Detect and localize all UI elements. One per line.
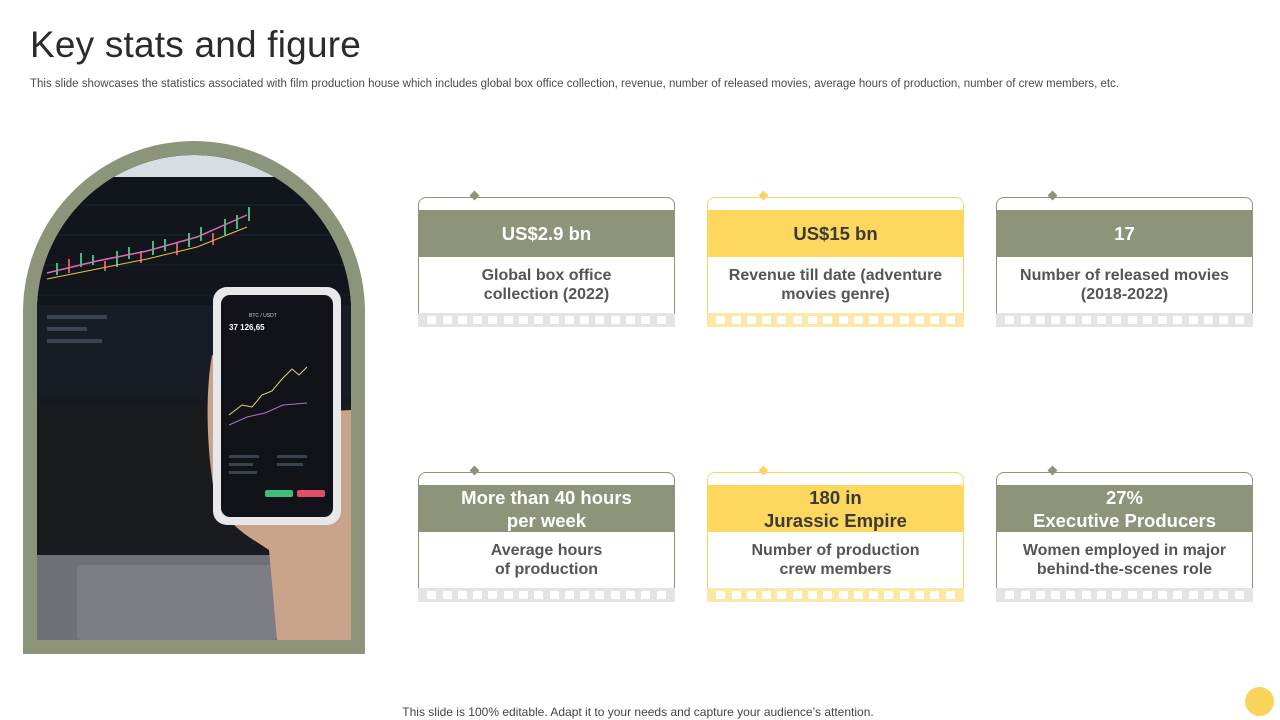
stat-value: 17 [996, 210, 1253, 257]
photo-frame: BTC / USDT 37 126,65 [23, 141, 365, 654]
stat-value: 180 in Jurassic Empire [707, 485, 964, 532]
stat-label: Women employed in major behind-the-scene… [996, 532, 1253, 588]
stat-label: Global box office collection (2022) [418, 257, 675, 313]
film-strip [707, 313, 964, 327]
decorative-dot [1245, 687, 1274, 716]
footer-text: This slide is 100% editable. Adapt it to… [402, 705, 874, 719]
stat-card-women-employed: 27% Executive Producers Women employed i… [996, 465, 1253, 602]
card-border [707, 197, 964, 211]
stat-label: Number of production crew members [707, 532, 964, 588]
card-border [418, 472, 675, 486]
card-border [418, 197, 675, 211]
stat-value: US$2.9 bn [418, 210, 675, 257]
footer-note: This slide is 100% editable. Adapt it to… [0, 705, 1280, 719]
stat-value: US$15 bn [707, 210, 964, 257]
film-strip [418, 588, 675, 602]
film-strip [418, 313, 675, 327]
stat-card-box-office: US$2.9 bn Global box office collection (… [418, 190, 675, 327]
trading-photo: BTC / USDT 37 126,65 [37, 155, 351, 640]
stat-label: Average hours of production [418, 532, 675, 588]
stat-value: More than 40 hours per week [418, 485, 675, 532]
stat-label: Number of released movies (2018-2022) [996, 257, 1253, 313]
stat-label: Revenue till date (adventure movies genr… [707, 257, 964, 313]
stat-card-production-hours: More than 40 hours per week Average hour… [418, 465, 675, 602]
film-strip [707, 588, 964, 602]
film-strip [996, 588, 1253, 602]
page-title: Key stats and figure [30, 24, 362, 65]
phone-price-label: 37 126,65 [229, 323, 265, 332]
page-subtitle: This slide showcases the statistics asso… [30, 78, 1120, 90]
card-border [707, 472, 964, 486]
stat-card-released-movies: 17 Number of released movies (2018-2022) [996, 190, 1253, 327]
stat-value: 27% Executive Producers [996, 485, 1253, 532]
film-strip [996, 313, 1253, 327]
phone-pair-label: BTC / USDT [249, 313, 277, 319]
stat-card-crew-members: 180 in Jurassic Empire Number of product… [707, 465, 964, 602]
card-border [996, 472, 1253, 486]
photo-illustration: BTC / USDT 37 126,65 [37, 155, 351, 640]
card-border [996, 197, 1253, 211]
stat-card-revenue: US$15 bn Revenue till date (adventure mo… [707, 190, 964, 327]
